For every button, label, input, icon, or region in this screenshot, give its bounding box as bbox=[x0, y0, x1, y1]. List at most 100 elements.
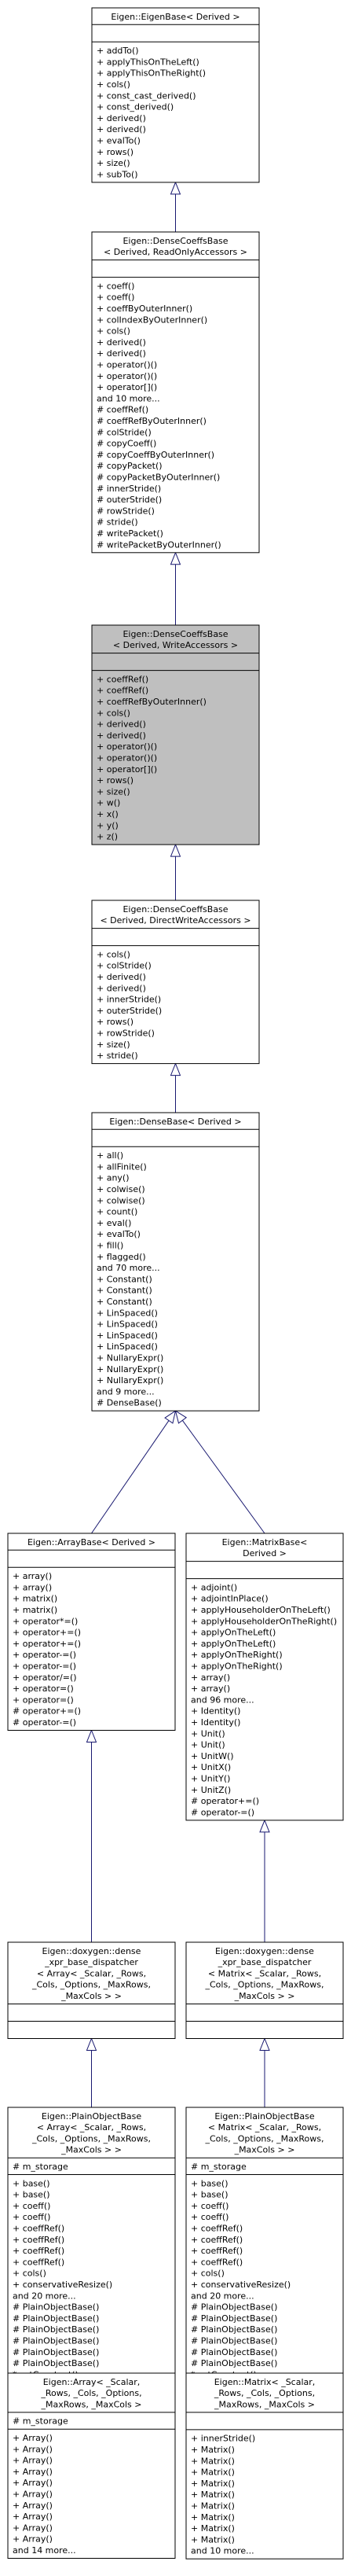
class-method: + Matrix() bbox=[191, 2523, 235, 2534]
class-method: # PlainObjectBase() bbox=[13, 2302, 99, 2313]
class-node-densebase[interactable]: Eigen::DenseBase< Derived >+ all()+ allF… bbox=[91, 1112, 260, 1411]
class-title-line: < Matrix< _Scalar, _Rows, bbox=[208, 2122, 321, 2133]
class-title-line: _MaxCols > > bbox=[60, 2145, 122, 2155]
class-title-line: Eigen::DenseCoeffsBase bbox=[122, 236, 228, 246]
class-attribute: # m_storage bbox=[191, 2162, 247, 2172]
class-node-arraybase[interactable]: Eigen::ArrayBase< Derived >+ array()+ ar… bbox=[7, 1533, 176, 1731]
edge-line bbox=[91, 1420, 170, 1534]
class-method: + applyOnTheRight() bbox=[191, 1650, 283, 1660]
class-method: + coeff() bbox=[97, 293, 134, 303]
class-method: + w() bbox=[97, 798, 120, 808]
class-method: # PlainObjectBase() bbox=[13, 2336, 99, 2346]
class-box bbox=[185, 1533, 344, 1821]
class-method: + derived() bbox=[97, 972, 146, 982]
class-method: + base() bbox=[13, 2190, 50, 2200]
class-node-densecoeffsbase-readonly[interactable]: Eigen::DenseCoeffsBase< Derived, ReadOnl… bbox=[91, 231, 260, 554]
class-box bbox=[91, 624, 260, 845]
class-method: + Array() bbox=[13, 2444, 53, 2454]
class-box bbox=[91, 231, 260, 554]
class-method: and 10 more... bbox=[97, 393, 160, 403]
class-title-line: Eigen::DenseCoeffsBase bbox=[122, 904, 228, 914]
class-title-line: < Derived, WriteAccessors > bbox=[113, 640, 238, 650]
class-method: # PlainObjectBase() bbox=[191, 2302, 277, 2313]
class-method: + array() bbox=[13, 1582, 52, 1592]
class-method: + cols() bbox=[97, 708, 130, 718]
class-method: # operator+=() bbox=[13, 1706, 81, 1717]
class-method: and 20 more... bbox=[191, 2291, 254, 2301]
class-node-densecoeffsbase-directwrite[interactable]: Eigen::DenseCoeffsBase< Derived, DirectW… bbox=[91, 900, 260, 1065]
class-method: + derived() bbox=[97, 337, 146, 348]
class-node-densecoeffsbase-write[interactable]: Eigen::DenseCoeffsBase< Derived, WriteAc… bbox=[91, 624, 260, 845]
class-method: + applyHouseholderOnTheLeft() bbox=[191, 1605, 331, 1615]
class-method: + allFinite() bbox=[97, 1161, 147, 1172]
class-method: + cols() bbox=[97, 326, 130, 337]
class-method: + size() bbox=[97, 158, 130, 168]
inheritance-arrowhead bbox=[170, 843, 181, 857]
class-title-line: < Derived, ReadOnlyAccessors > bbox=[104, 247, 247, 257]
class-method: + Array() bbox=[13, 2467, 53, 2477]
class-method: + Array() bbox=[13, 2490, 53, 2500]
class-method: + NullaryExpr() bbox=[97, 1375, 163, 1386]
class-title-line: Eigen::ArrayBase< Derived > bbox=[27, 1537, 155, 1547]
class-method: # PlainObjectBase() bbox=[13, 2324, 99, 2335]
class-node-dispatcher-matrix[interactable]: Eigen::doxygen::dense_xpr_base_dispatche… bbox=[185, 1941, 344, 2039]
class-method: + cols() bbox=[13, 2269, 46, 2279]
class-method: # innerStride() bbox=[97, 484, 161, 494]
inheritance-arrowhead bbox=[170, 551, 181, 565]
class-method: + operator-=() bbox=[13, 1662, 76, 1672]
class-method: + derived() bbox=[97, 348, 146, 359]
class-method: and 9 more... bbox=[97, 1386, 155, 1397]
class-method: + operator*=() bbox=[13, 1616, 78, 1626]
class-method: + rows() bbox=[97, 147, 133, 157]
class-method: # coeffRef() bbox=[97, 405, 148, 415]
inheritance-edge bbox=[86, 1729, 97, 1942]
class-method: + Matrix() bbox=[191, 2534, 235, 2545]
class-method: # PlainObjectBase() bbox=[191, 2358, 277, 2368]
class-method: + operator+=() bbox=[13, 1628, 81, 1638]
class-box bbox=[185, 2372, 344, 2559]
class-method: + Array() bbox=[13, 2501, 53, 2511]
inheritance-arrowhead bbox=[86, 2037, 97, 2051]
class-node-eigenbase[interactable]: Eigen::EigenBase< Derived >+ addTo()+ ap… bbox=[91, 7, 260, 183]
class-method: + Unit() bbox=[191, 1740, 225, 1750]
class-title-line: Derived > bbox=[243, 1548, 287, 1558]
class-node-matrixbase[interactable]: Eigen::MatrixBase<Derived >+ adjoint()+ … bbox=[185, 1533, 344, 1821]
class-node-dispatcher-array[interactable]: Eigen::doxygen::dense_xpr_base_dispatche… bbox=[7, 1941, 176, 2039]
class-title-line: < Array< _Scalar, _Rows, bbox=[37, 2122, 146, 2133]
class-method: + derived() bbox=[97, 730, 146, 741]
class-method: + UnitZ() bbox=[191, 1785, 231, 1795]
class-method: # PlainObjectBase() bbox=[13, 2358, 99, 2368]
class-title-line: Eigen::EigenBase< Derived > bbox=[111, 12, 239, 22]
class-title-line: _xpr_base_dispatcher bbox=[44, 1957, 138, 1967]
class-method: + coeffRef() bbox=[97, 686, 148, 696]
class-node-matrix[interactable]: Eigen::Matrix< _Scalar,_Rows, _Cols, _Op… bbox=[185, 2372, 344, 2559]
class-method: + coeff() bbox=[191, 2212, 229, 2222]
class-title-line: _Rows, _Cols, _Options, bbox=[214, 2388, 315, 2398]
class-method: + Array() bbox=[13, 2523, 53, 2533]
class-method: + count() bbox=[97, 1207, 137, 1217]
class-method: + const_derived() bbox=[97, 102, 174, 112]
class-title-line: Eigen::DenseCoeffsBase bbox=[122, 629, 228, 639]
class-method: + operator()() bbox=[97, 360, 157, 370]
class-method: + coeffRef() bbox=[191, 2246, 243, 2256]
class-method: + operator+=() bbox=[13, 1639, 81, 1649]
inheritance-edge bbox=[170, 551, 181, 625]
class-method: + Array() bbox=[13, 2456, 53, 2466]
class-box bbox=[7, 1533, 176, 1731]
inheritance-edge bbox=[170, 843, 181, 900]
class-method: + coeff() bbox=[191, 2201, 229, 2211]
class-method: + applyOnTheLeft() bbox=[191, 1639, 276, 1649]
class-method: + colwise() bbox=[97, 1184, 145, 1194]
class-method: and 14 more... bbox=[13, 2545, 76, 2556]
class-method: + innerStride() bbox=[191, 2434, 255, 2444]
class-method: # copyPacket() bbox=[97, 461, 163, 471]
class-method: # copyCoeffByOuterInner() bbox=[97, 450, 214, 460]
class-title-line: _MaxCols > > bbox=[234, 1991, 295, 2001]
class-method: + operator[]() bbox=[97, 382, 157, 392]
class-method: + applyHouseholderOnTheRight() bbox=[191, 1616, 337, 1626]
inheritance-edge bbox=[259, 1819, 270, 1942]
class-node-array[interactable]: Eigen::Array< _Scalar,_Rows, _Cols, _Opt… bbox=[7, 2372, 176, 2559]
class-box bbox=[91, 1112, 260, 1411]
class-method: + operator()() bbox=[97, 742, 157, 752]
